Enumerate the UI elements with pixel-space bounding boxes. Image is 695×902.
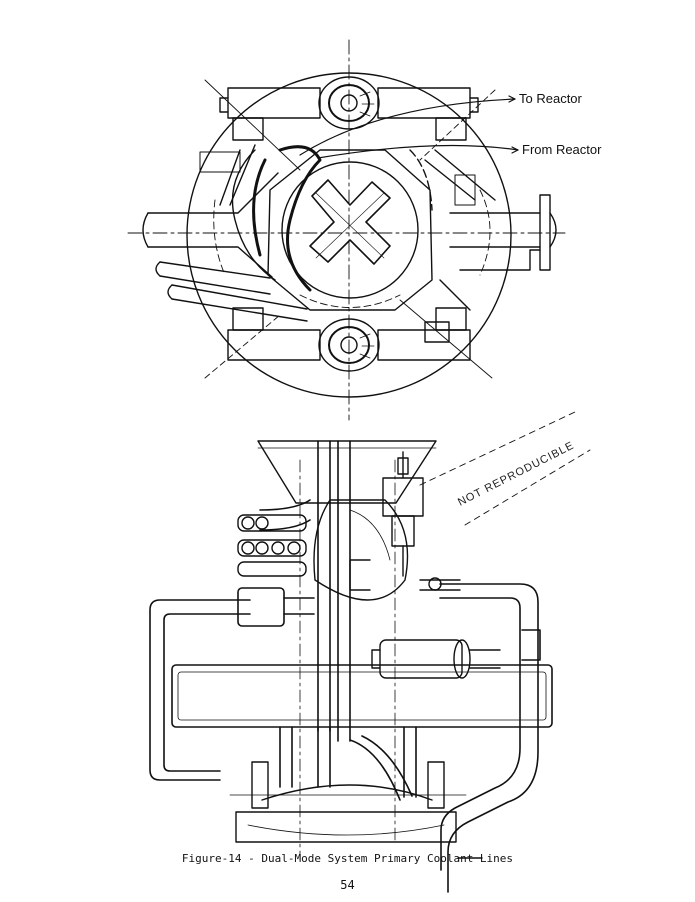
valve-cluster-left <box>237 514 307 577</box>
plan-view <box>127 39 566 421</box>
vertical-pipes <box>259 440 351 742</box>
central-core-ring <box>281 161 419 299</box>
right-loop-pipe <box>439 583 541 893</box>
label-to-reactor: To Reactor <box>519 91 582 106</box>
diagonal-line-ul <box>204 79 301 171</box>
core-x-mark <box>309 179 391 265</box>
instrument-column <box>349 451 461 591</box>
diagonal-line-ur <box>419 89 496 161</box>
diagonal-line-ll <box>204 314 281 379</box>
left-ducts <box>142 144 322 322</box>
central-vessel <box>267 149 433 311</box>
top-pump <box>219 76 479 141</box>
bottom-pump <box>227 307 471 372</box>
heat-exchanger-cylinder <box>371 639 501 679</box>
central-body <box>313 499 409 601</box>
lower-pipes <box>279 726 417 801</box>
horizontal-manifold <box>171 664 553 728</box>
page-number: 54 <box>340 878 355 892</box>
figure-caption: Figure-14 - Dual-Mode System Primary Coo… <box>181 852 514 865</box>
elevation-view <box>149 411 591 893</box>
bottom-base <box>229 761 467 843</box>
stamp-guides <box>419 411 591 526</box>
top-funnel <box>257 440 437 504</box>
hidden-lines <box>213 189 491 308</box>
right-ducts <box>409 149 557 311</box>
leader-to-reactor <box>299 98 516 156</box>
diagonal-line-lr <box>399 299 493 379</box>
label-from-reactor: From Reactor <box>522 142 602 157</box>
leader-from-reactor <box>317 144 519 159</box>
left-loop-pipe <box>149 587 315 781</box>
